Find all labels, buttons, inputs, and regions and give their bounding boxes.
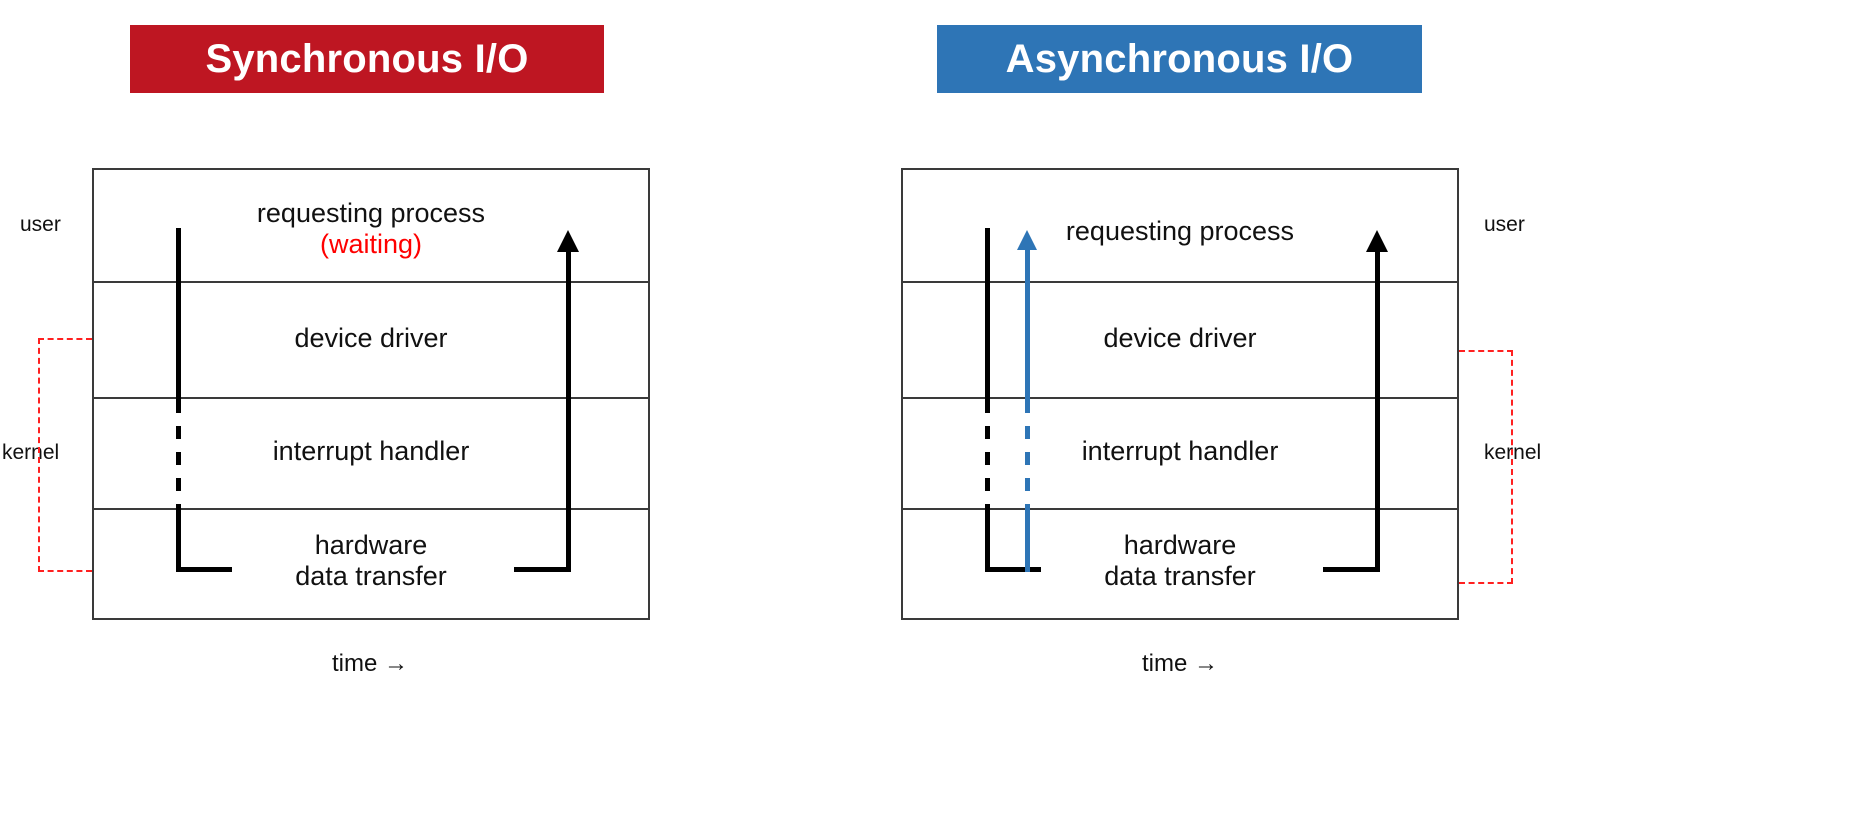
right-row-text-0: requesting process [1065, 216, 1295, 246]
right-rowline-1 [903, 281, 1457, 283]
banner-synchronous-io: Synchronous I/O [130, 25, 604, 93]
left-row-subtext-3: data transfer [295, 561, 447, 592]
left-time-axis-label: time → [332, 650, 409, 677]
right-side-label-user: user [1484, 213, 1525, 236]
panel-asynchronous-io: Asynchronous I/O requesting process devi… [901, 0, 1874, 827]
right-trace-request-solid [985, 228, 990, 408]
right-trace-request-solid-lower [985, 508, 990, 572]
right-trace-return-elbow [1323, 567, 1379, 572]
left-rowline-1 [94, 281, 648, 283]
panel-synchronous-io: Synchronous I/O requesting process (wait… [2, 25, 650, 677]
left-row-text-1: device driver [294, 323, 448, 353]
right-trace-blue-dashed [1025, 400, 1030, 510]
left-side-label-kernel: kernel [2, 441, 60, 464]
left-rowline-2 [94, 397, 648, 399]
right-kernel-bracket [1459, 350, 1513, 584]
right-trace-request-dashed [985, 400, 990, 510]
right-kernel-bracket-side [1511, 350, 1513, 584]
left-kernel-bracket-bottom [38, 570, 92, 572]
left-row-text-2: interrupt handler [272, 436, 470, 466]
left-side-label-user: user [20, 213, 61, 236]
left-trace-request-elbow [176, 567, 232, 572]
left-row-label-device-driver: device driver [94, 323, 648, 354]
left-kernel-bracket [38, 338, 92, 572]
right-trace-return-arrowhead [1366, 230, 1388, 252]
right-row-label-requesting-process: requesting process [903, 216, 1457, 247]
right-time-axis-label: time → [1142, 650, 1219, 677]
right-trace-blue-solid-upper [1025, 250, 1030, 402]
left-row-label-requesting-process: requesting process (waiting) [94, 198, 648, 260]
right-trace-blue-solid-lower [1025, 508, 1030, 572]
left-row-text-0: requesting process [256, 198, 486, 228]
left-kernel-bracket-side [38, 338, 40, 572]
right-row-label-device-driver: device driver [903, 323, 1457, 354]
right-row-label-hardware-data-transfer: hardware data transfer [903, 530, 1457, 592]
left-trace-request-solid-lower [176, 508, 181, 572]
left-row-label-hardware-data-transfer: hardware data transfer [94, 530, 648, 592]
right-row-label-interrupt-handler: interrupt handler [903, 436, 1457, 467]
right-row-text-1: device driver [1103, 323, 1257, 353]
right-trace-request-elbow [985, 567, 1041, 572]
right-rowline-2 [903, 397, 1457, 399]
left-trace-request-dashed [176, 400, 181, 510]
banner-asynchronous-io: Asynchronous I/O [937, 25, 1422, 93]
right-trace-blue-arrowhead [1017, 230, 1037, 250]
left-row-subtext-waiting: (waiting) [319, 229, 423, 260]
left-trace-return-elbow [514, 567, 570, 572]
right-rowline-3 [903, 508, 1457, 510]
left-kernel-bracket-top [38, 338, 92, 340]
right-row-subtext-3: data transfer [1104, 561, 1256, 592]
right-row-text-2: interrupt handler [1081, 436, 1279, 466]
right-row-text-3: hardware [1123, 530, 1237, 560]
left-row-label-interrupt-handler: interrupt handler [94, 436, 648, 467]
right-kernel-bracket-top [1459, 350, 1513, 352]
left-rowline-3 [94, 508, 648, 510]
right-trace-return-shaft [1375, 252, 1380, 572]
left-trace-return-arrowhead [557, 230, 579, 252]
left-trace-request-solid [176, 228, 181, 408]
left-row-text-3: hardware [314, 530, 428, 560]
left-trace-return-shaft [566, 252, 571, 572]
right-kernel-bracket-bottom [1459, 582, 1513, 584]
